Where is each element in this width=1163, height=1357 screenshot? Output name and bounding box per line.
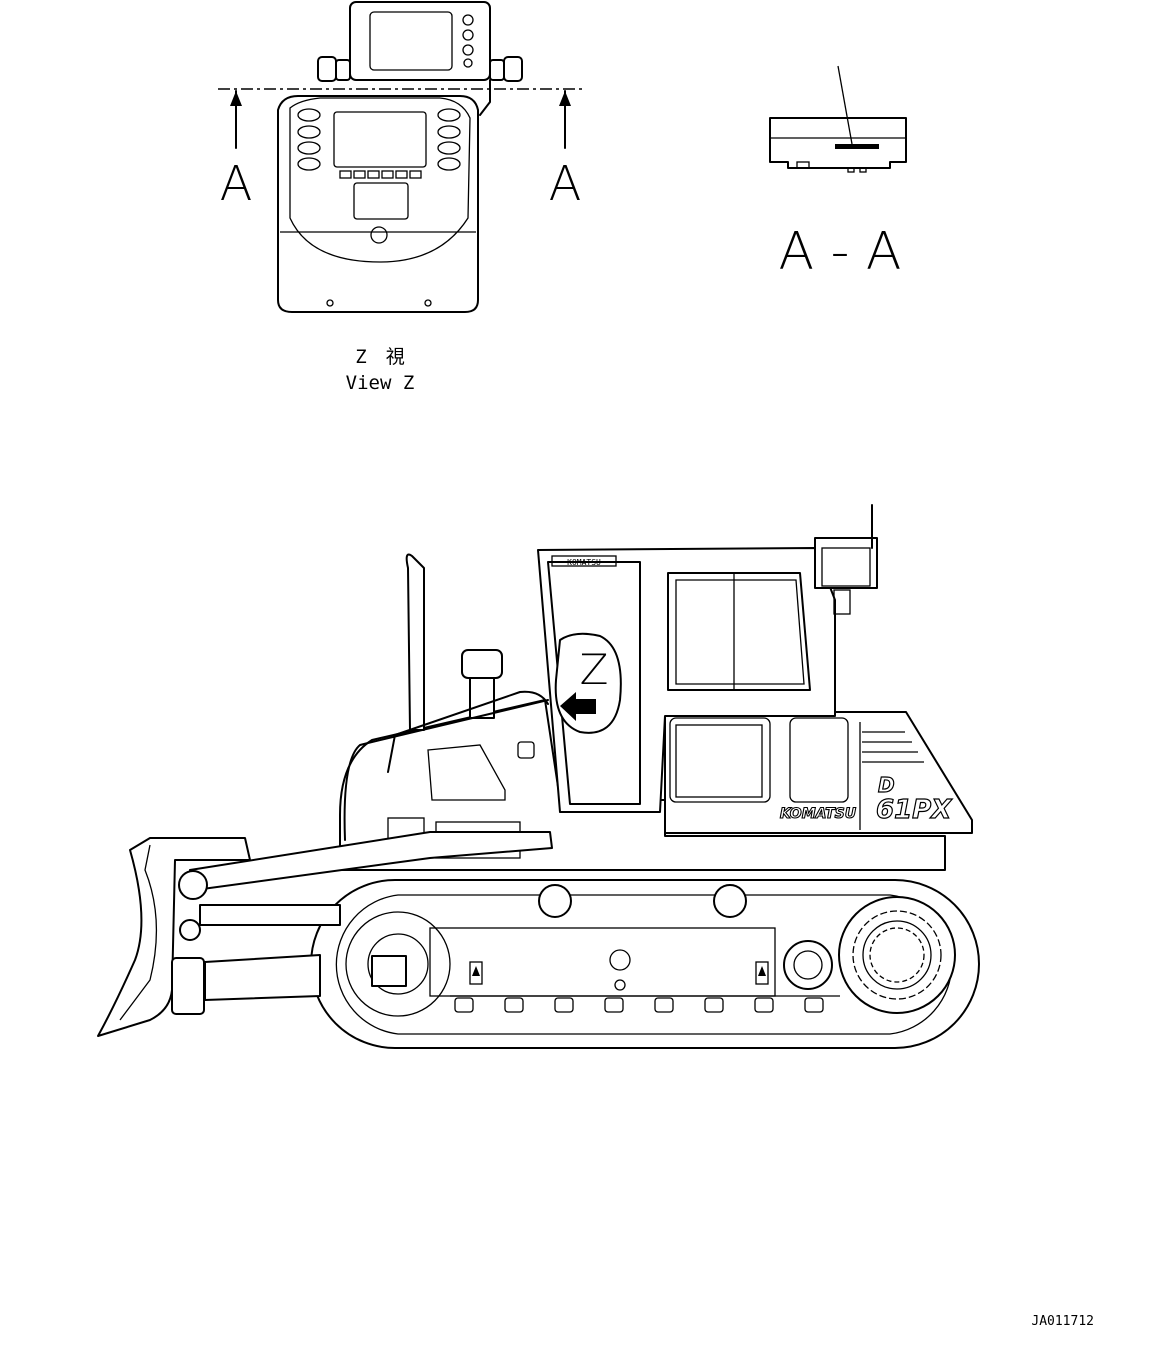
view-z-monitor: A A Z 視 View Z [218, 1, 582, 394]
exhaust-pipe [405, 553, 425, 731]
section-mark-right: A [549, 156, 582, 212]
section-arrow-left-icon [230, 91, 242, 106]
monitor-side-buttons [297, 108, 461, 171]
view-z-title-en: View Z [346, 372, 415, 394]
model-badge: 61PX [876, 795, 953, 825]
precleaner [461, 649, 503, 679]
section-mark-left: A [220, 156, 253, 212]
section-label: A - A [779, 222, 902, 282]
sprocket [838, 896, 956, 1014]
hood-brand-text: KOMATSU [780, 806, 857, 822]
monitor-function-keys [339, 170, 422, 179]
section-a-a-view: A - A [769, 65, 907, 282]
cab-window [667, 572, 811, 691]
hood-grille [862, 731, 924, 763]
section-arrow-right-icon [559, 91, 571, 106]
view-z-indicator: Z [580, 645, 609, 694]
track-rollers [454, 997, 824, 1013]
label-plate [835, 144, 879, 149]
cab-brand-text: KOMATSU [567, 558, 601, 567]
drawing-id: JA011712 [1031, 1314, 1094, 1329]
model-prefix: D [878, 773, 895, 797]
view-z-title-jp: Z 視 [355, 346, 404, 368]
bulldozer-side-view: KOMATSU D 61PX KOMATSU Z [97, 504, 980, 1049]
view-z-arrow-icon [560, 692, 596, 721]
